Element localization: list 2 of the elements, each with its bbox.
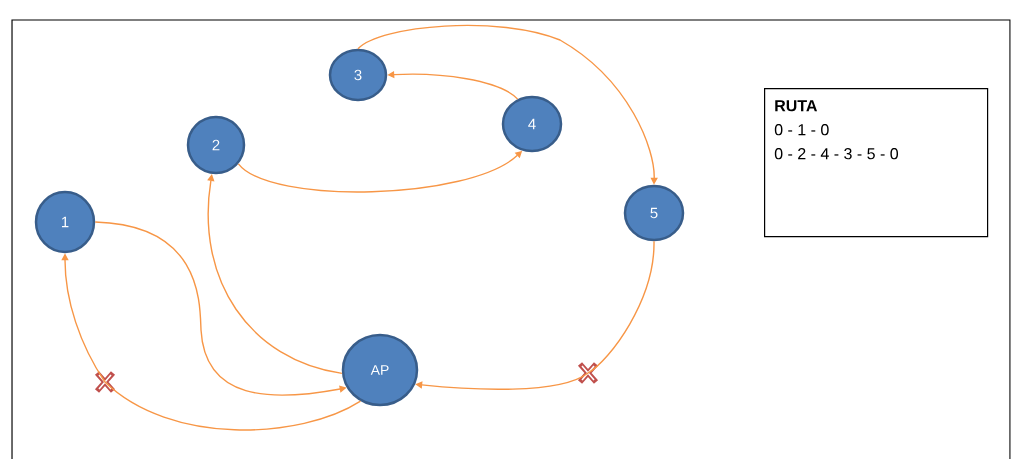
arrow bbox=[207, 174, 343, 375]
route-box: RUTA 0 - 1 - 0 0 - 2 - 4 - 3 - 5 - 0 bbox=[764, 88, 989, 238]
